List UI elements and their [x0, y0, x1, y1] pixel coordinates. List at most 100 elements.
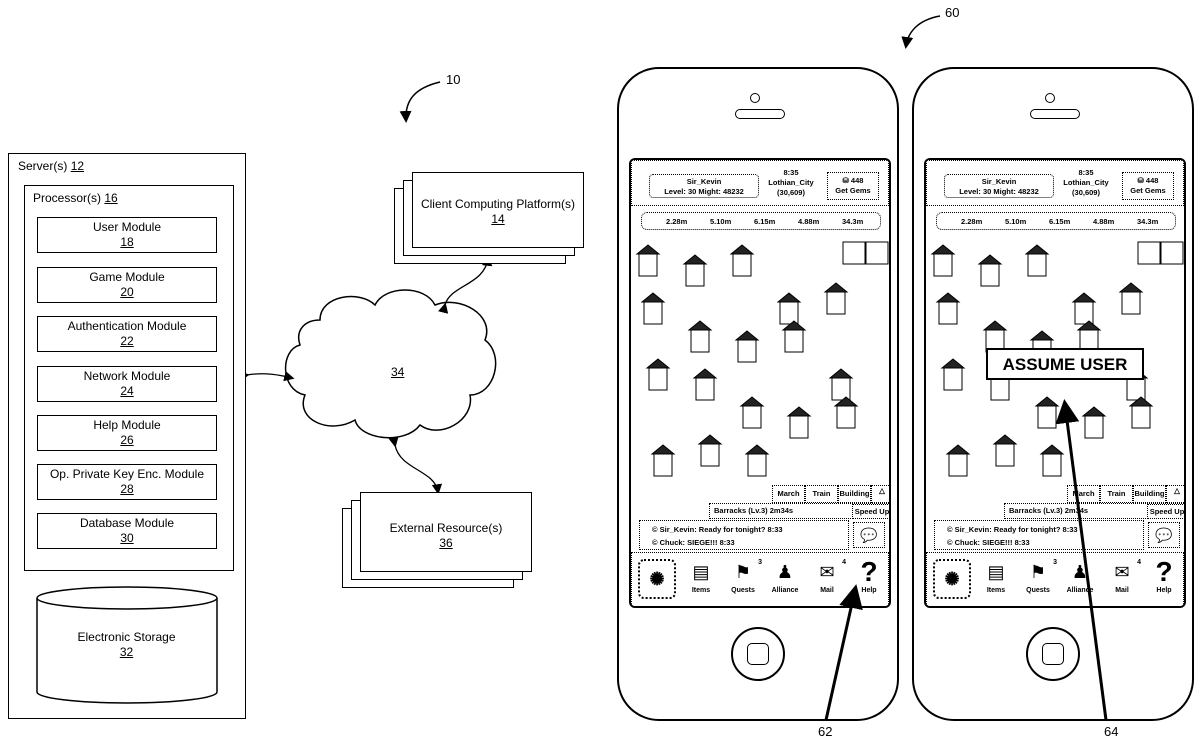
tab-button[interactable]: Building [838, 485, 871, 503]
game-screen: Sir_KevinLevel: 30 Might: 48232 8:35Loth… [924, 158, 1186, 608]
link-server-cloud [247, 374, 292, 378]
client-computing-platform: Client Computing Platform(s)14 [412, 172, 584, 248]
module-box: Database Module 30 [37, 513, 217, 549]
nav-badge: 3 [1053, 559, 1057, 566]
nav-item[interactable]: ? Help [1145, 557, 1183, 601]
expand-icon[interactable]: △ [1166, 485, 1186, 503]
nav-label: Alliance [1061, 587, 1099, 594]
bottom-nav: ✺ ▤ Items ⚑ Quests 3 ♟ Alliance ✉ Mail 4… [631, 552, 889, 608]
city-info: 8:35Lothian_City(30,609) [761, 168, 821, 198]
resource-value: 4.88m [1093, 217, 1114, 226]
chat-panel[interactable]: © Sir_Kevin: Ready for tonight? 8:33© Ch… [639, 520, 849, 550]
camera-icon [750, 93, 760, 103]
nav-item[interactable]: ✉ Mail 4 [808, 557, 846, 601]
resource-bar: 2.28m5.10m6.15m4.88m34.3m [936, 212, 1176, 230]
resource-value: 34.3m [842, 217, 863, 226]
map-toggle-icon[interactable]: ✺ [933, 559, 971, 599]
map-toggle-icon[interactable]: ✺ [638, 559, 676, 599]
nav-label: Help [1145, 587, 1183, 594]
ref-64: 64 [1104, 724, 1118, 739]
processor-title: Processor(s) 16 [33, 191, 118, 205]
home-button[interactable] [731, 627, 785, 681]
nav-item[interactable]: ♟ Alliance [766, 557, 804, 601]
link-cloud-client [445, 258, 488, 305]
resource-value: 5.10m [710, 217, 731, 226]
nav-item[interactable]: ⚑ Quests 3 [1019, 557, 1057, 601]
chat-panel[interactable]: © Sir_Kevin: Ready for tonight? 8:33© Ch… [934, 520, 1144, 550]
module-label: Network Module [38, 369, 216, 384]
module-ref: 18 [38, 235, 216, 250]
speed-up-button[interactable]: Speed Up [1147, 504, 1186, 519]
nav-icon: ▤ [682, 557, 720, 587]
module-label: Authentication Module [38, 319, 216, 334]
nav-icon: ⚑ [724, 557, 762, 587]
expand-icon[interactable]: △ [871, 485, 891, 503]
player-info[interactable]: Sir_KevinLevel: 30 Might: 48232 [944, 174, 1054, 198]
phone-device: Sir_KevinLevel: 30 Might: 48232 8:35Loth… [617, 67, 899, 721]
player-info[interactable]: Sir_KevinLevel: 30 Might: 48232 [649, 174, 759, 198]
network-ref: 34 [391, 365, 404, 379]
nav-label: Mail [1103, 587, 1141, 594]
module-label: User Module [38, 220, 216, 235]
get-gems-button[interactable]: ⛁ 448Get Gems [827, 172, 879, 200]
external-resources: External Resource(s)36 [360, 492, 532, 572]
link-cloud-external [395, 445, 438, 492]
module-ref: 26 [38, 433, 216, 448]
nav-label: Alliance [766, 587, 804, 594]
module-box: Help Module 26 [37, 415, 217, 451]
game-screen: Sir_KevinLevel: 30 Might: 48232 8:35Loth… [629, 158, 891, 608]
nav-label: Items [682, 587, 720, 594]
storage-label: Electronic Storage32 [36, 630, 217, 660]
nav-item[interactable]: ♟ Alliance [1061, 557, 1099, 601]
nav-badge: 3 [758, 559, 762, 566]
nav-badge: 4 [1137, 559, 1141, 566]
resource-value: 4.88m [798, 217, 819, 226]
chat-bubble-icon[interactable]: 💬 [1148, 522, 1180, 548]
nav-label: Quests [724, 587, 762, 594]
ref-62: 62 [818, 724, 832, 739]
nav-item[interactable]: ▤ Items [682, 557, 720, 601]
nav-item[interactable]: ▤ Items [977, 557, 1015, 601]
tab-button[interactable]: Train [1100, 485, 1133, 503]
nav-icon: ♟ [766, 557, 804, 587]
assume-user-label[interactable]: ASSUME USER [986, 348, 1144, 380]
bottom-nav: ✺ ▤ Items ⚑ Quests 3 ♟ Alliance ✉ Mail 4… [926, 552, 1184, 608]
module-box: Game Module 20 [37, 267, 217, 303]
speaker-icon [735, 109, 785, 119]
module-ref: 20 [38, 285, 216, 300]
nav-label: Items [977, 587, 1015, 594]
get-gems-button[interactable]: ⛁ 448Get Gems [1122, 172, 1174, 200]
nav-item[interactable]: ✉ Mail 4 [1103, 557, 1141, 601]
phone-device: Sir_KevinLevel: 30 Might: 48232 8:35Loth… [912, 67, 1194, 721]
nav-label: Quests [1019, 587, 1057, 594]
module-box: User Module 18 [37, 217, 217, 253]
chat-bubble-icon[interactable]: 💬 [853, 522, 885, 548]
server-title: Server(s) 12 [18, 159, 84, 173]
resource-value: 6.15m [1049, 217, 1070, 226]
tab-button[interactable]: March [1067, 485, 1100, 503]
tab-button[interactable]: March [772, 485, 805, 503]
home-button[interactable] [1026, 627, 1080, 681]
nav-item[interactable]: ? Help [850, 557, 888, 601]
nav-icon: ✉ [808, 557, 846, 587]
nav-icon: ⚑ [1019, 557, 1057, 587]
speed-up-button[interactable]: Speed Up [852, 504, 891, 519]
nav-item[interactable]: ⚑ Quests 3 [724, 557, 762, 601]
nav-icon: ▤ [977, 557, 1015, 587]
resource-value: 2.28m [666, 217, 687, 226]
module-box: Authentication Module 22 [37, 316, 217, 352]
resource-value: 34.3m [1137, 217, 1158, 226]
ref-10: 10 [446, 72, 460, 87]
build-queue: Barracks (Lv.3) 2m34s Speed Up [709, 503, 891, 519]
resource-value: 5.10m [1005, 217, 1026, 226]
nav-icon: ✉ [1103, 557, 1141, 587]
cloud-shape [286, 290, 496, 438]
tab-button[interactable]: Building [1133, 485, 1166, 503]
camera-icon [1045, 93, 1055, 103]
module-label: Help Module [38, 418, 216, 433]
nav-icon: ♟ [1061, 557, 1099, 587]
city-map[interactable] [631, 234, 891, 484]
nav-badge: 4 [842, 559, 846, 566]
tab-button[interactable]: Train [805, 485, 838, 503]
